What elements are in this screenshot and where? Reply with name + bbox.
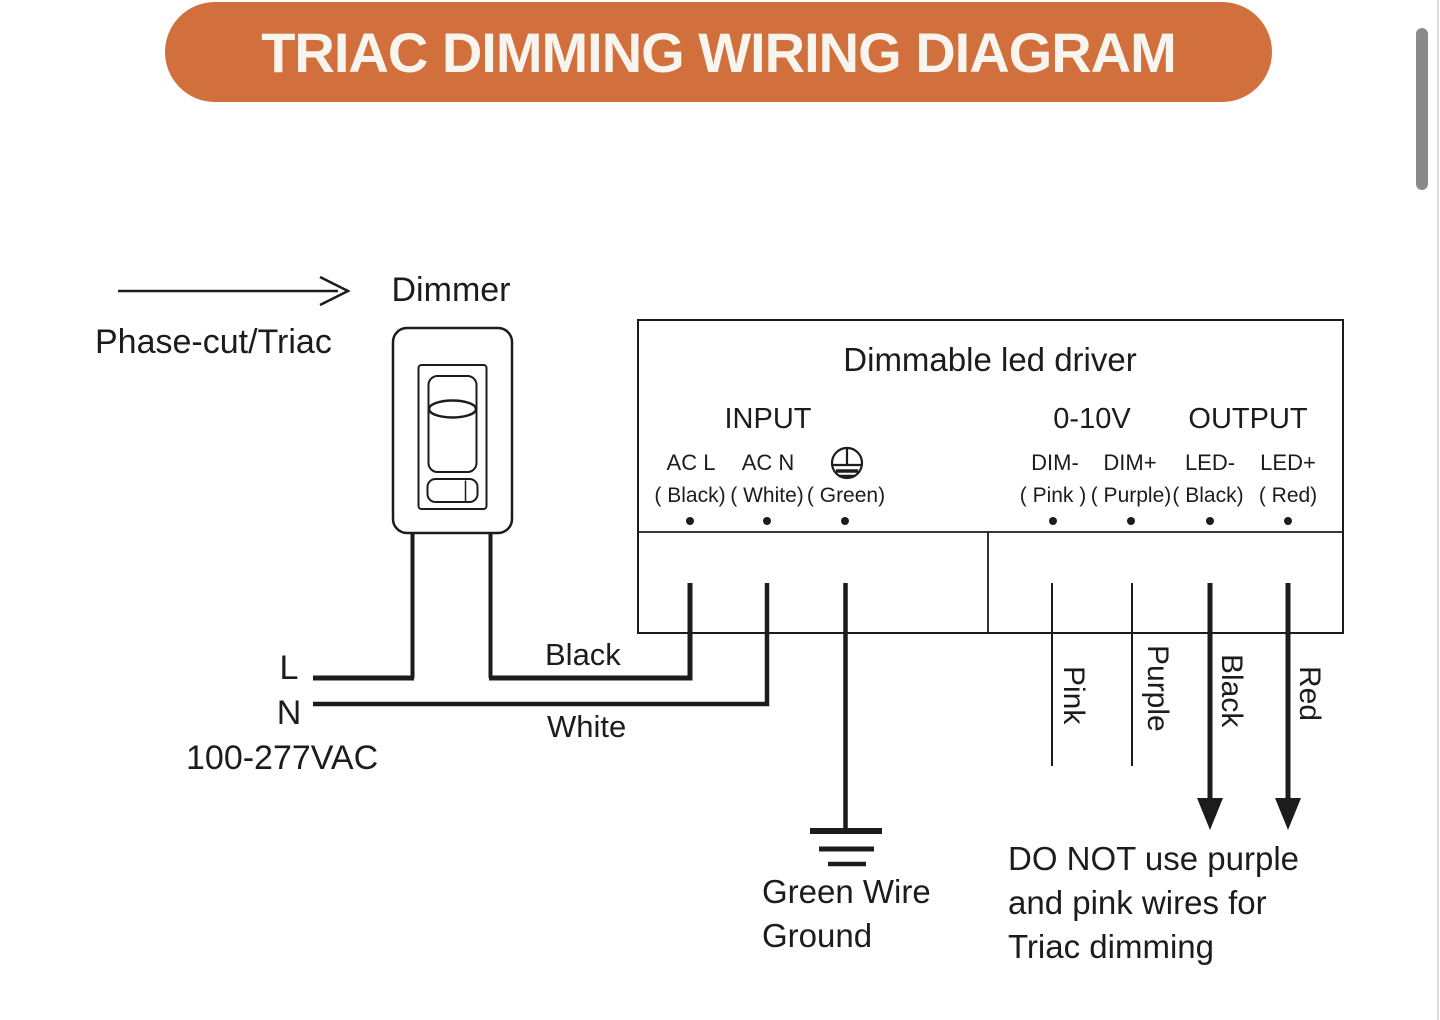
terminal-color-white: ( White) [730, 484, 804, 507]
terminal-color-black2: ( Black) [1172, 484, 1244, 507]
pink-wire-label: Pink [1057, 666, 1090, 725]
terminal-color-red: ( Red) [1258, 484, 1318, 507]
black-wire-label: Black [545, 637, 621, 672]
dimmer-body [391, 326, 514, 535]
green-wire-label: Green Wire [762, 873, 931, 910]
driver-box [637, 319, 1344, 634]
purple-wire-label: Purple [1141, 645, 1174, 732]
scrollbar-thumb[interactable] [1416, 28, 1428, 190]
terminal-color-pink: ( Pink ) [1019, 484, 1087, 507]
warning-line-3: Triac dimming [1008, 928, 1214, 965]
red-output-wire-label: Red [1293, 666, 1326, 722]
terminal-dim-plus: DIM+ [1103, 450, 1157, 475]
terminal-ac-n: AC N [741, 450, 795, 475]
warning-note: DO NOT use purple and pink wires for Tri… [1008, 837, 1299, 969]
warning-line-1: DO NOT use purple [1008, 840, 1300, 877]
neutral-label: N [276, 694, 302, 732]
dim-section-label: 0-10V [1053, 403, 1131, 435]
input-section-label: INPUT [724, 403, 812, 435]
page-title: TRIAC DIMMING WIRING DIAGRAM [261, 20, 1177, 84]
voltage-label: 100-277VAC [186, 739, 379, 777]
terminal-color-purple: ( Purple) [1090, 484, 1172, 507]
white-input-wire [313, 583, 770, 707]
terminal-dot [763, 517, 771, 525]
terminal-dot [841, 517, 849, 525]
black-output-arrowhead-icon [1197, 798, 1223, 830]
terminal-dot [1049, 517, 1057, 525]
driver-title: Dimmable led driver [843, 341, 1137, 378]
terminal-dot [686, 517, 694, 525]
black-input-wire [489, 583, 693, 681]
dimmer-slider-track [427, 375, 478, 473]
terminal-color-green: ( Green) [806, 484, 886, 507]
line-label: L [279, 649, 299, 687]
terminal-color-black: ( Black) [654, 484, 726, 507]
black-output-wire-label: Black [1215, 654, 1248, 728]
phase-arrowhead-icon [319, 275, 351, 307]
terminal-dim-minus: DIM- [1031, 450, 1079, 475]
ground-terminal-icon [830, 446, 864, 480]
terminal-ac-l: AC L [666, 450, 716, 475]
terminal-dot [1127, 517, 1135, 525]
terminal-dot [1206, 517, 1214, 525]
warning-line-2: and pink wires for [1008, 884, 1267, 921]
terminal-led-plus: LED+ [1260, 450, 1316, 475]
title-banner: TRIAC DIMMING WIRING DIAGRAM [165, 2, 1272, 102]
dimmer-slider-knob [427, 399, 478, 419]
ground-label: Ground [762, 917, 873, 954]
phase-cut-label: Phase-cut/Triac [95, 323, 332, 361]
red-output-arrowhead-icon [1275, 798, 1301, 830]
dimmer-label: Dimmer [391, 271, 511, 309]
white-wire-label: White [547, 709, 627, 744]
scrollbar-track [1437, 0, 1439, 1020]
dimmer-switch [426, 478, 479, 503]
output-section-label: OUTPUT [1188, 403, 1308, 435]
dimmer-faceplate [417, 364, 488, 510]
terminal-dot [1284, 517, 1292, 525]
terminal-dots [686, 517, 1292, 525]
terminal-led-minus: LED- [1184, 450, 1236, 475]
